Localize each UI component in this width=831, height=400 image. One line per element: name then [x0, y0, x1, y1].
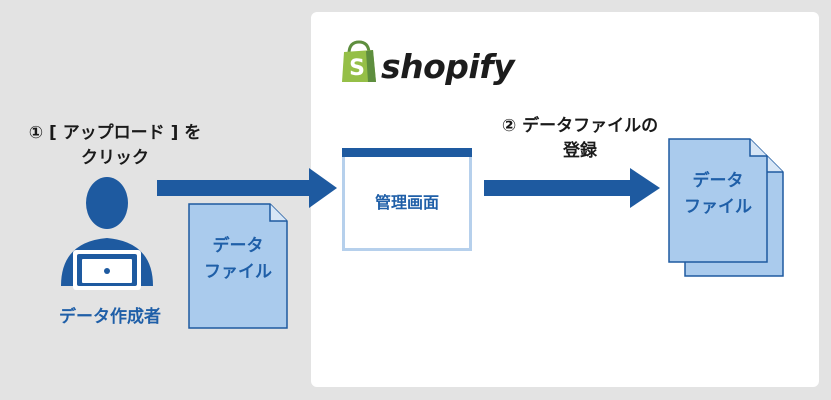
step-register-label: ② データファイルの 登録 — [470, 114, 690, 164]
stored-files-line2: ファイル — [684, 197, 752, 217]
admin-screen-window: 管理画面 — [342, 148, 472, 251]
svg-text:S: S — [349, 56, 365, 81]
upload-arrow — [157, 168, 337, 208]
step-register-line2: 登録 — [563, 141, 597, 161]
shopify-bag-icon: S — [342, 40, 376, 82]
register-arrow — [484, 168, 660, 208]
step-upload-line2: クリック — [81, 148, 149, 168]
actor-label: データ作成者 — [59, 307, 161, 327]
upload-file-line1: データ — [212, 236, 264, 256]
step-register-line1: ② データファイルの — [501, 116, 659, 136]
shopify-wordmark: shopify — [381, 47, 515, 86]
step-upload-label: ① [ アップロード ] を クリック — [0, 121, 230, 171]
admin-label: 管理画面 — [374, 193, 439, 212]
admin-window-titlebar — [342, 148, 472, 157]
upload-file-icon — [188, 203, 288, 329]
stored-files-label: データ ファイル — [668, 168, 768, 220]
stored-files-icon — [668, 138, 784, 277]
upload-file-label: データ ファイル — [188, 233, 288, 285]
stored-files-line1: データ — [692, 171, 744, 191]
step-upload-line1: ① [ アップロード ] を — [28, 123, 202, 143]
user-with-laptop-icon — [61, 177, 153, 290]
upload-file-line2: ファイル — [204, 262, 272, 282]
